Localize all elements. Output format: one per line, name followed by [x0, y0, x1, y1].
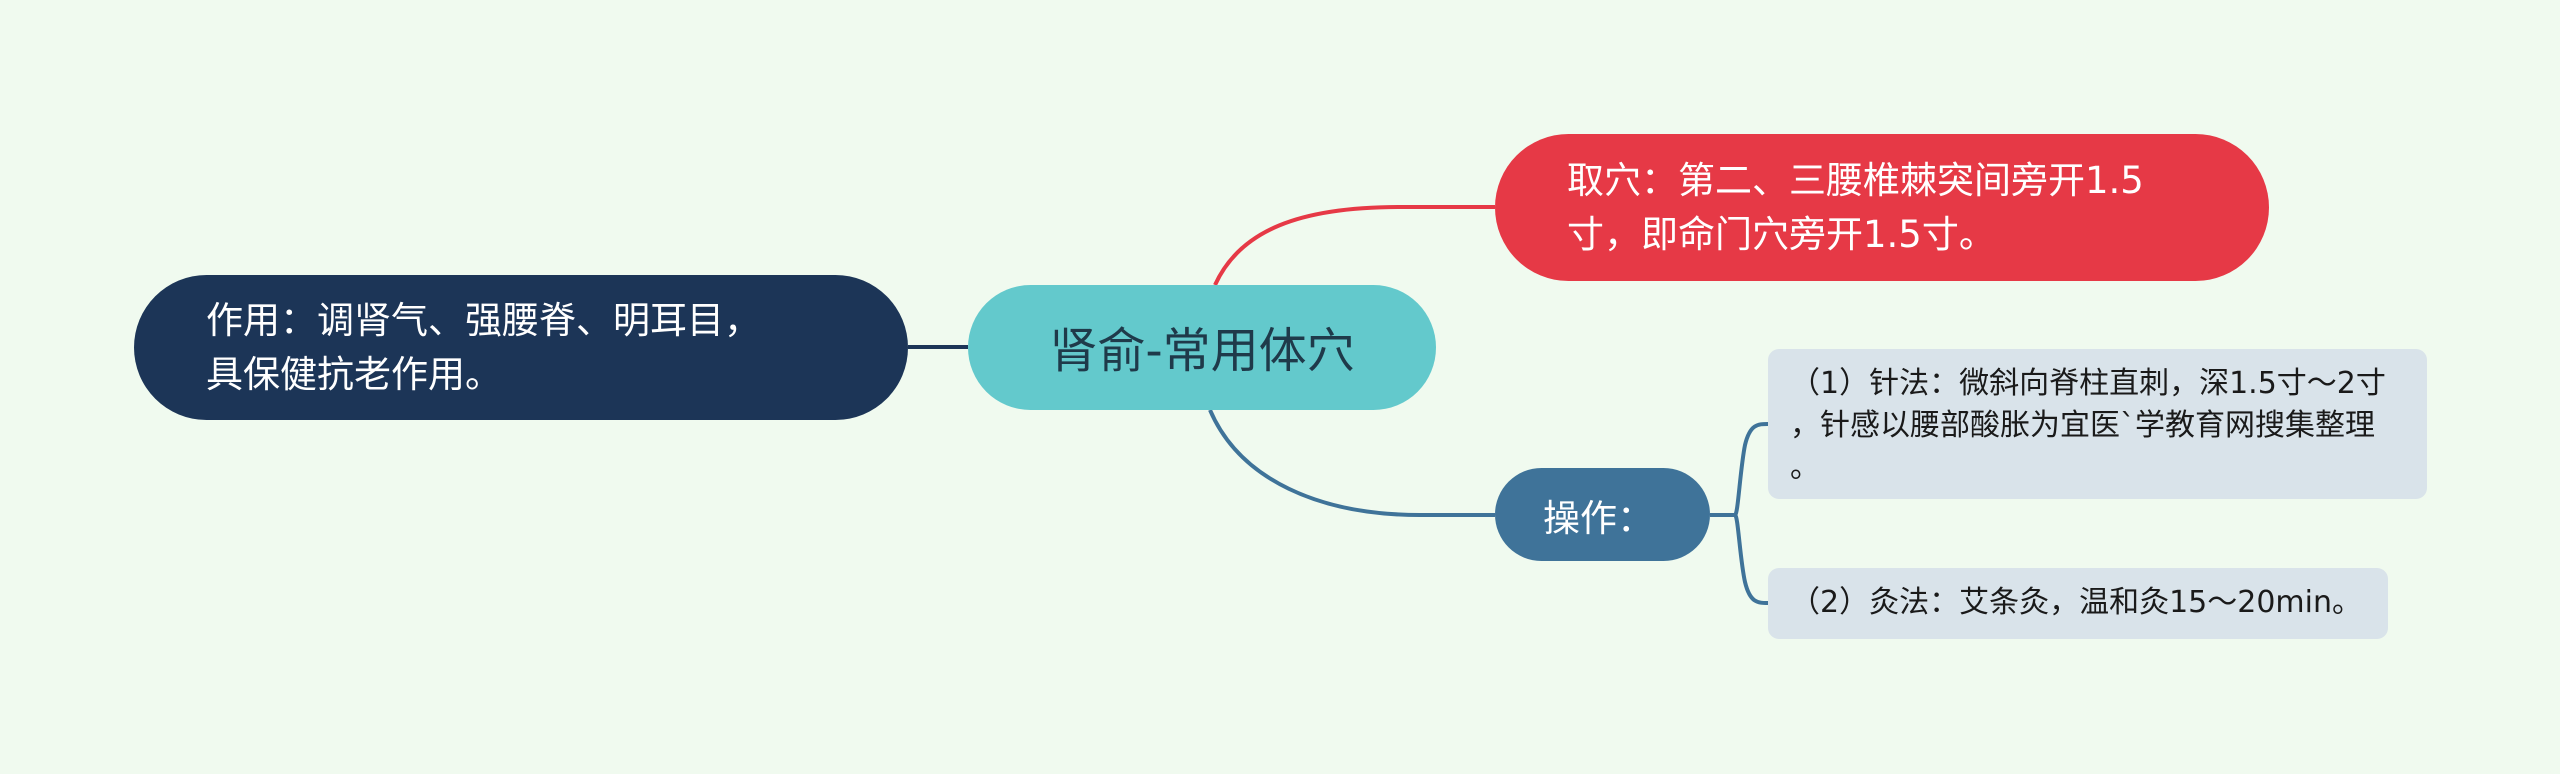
connector-central-operation [1208, 409, 1495, 517]
moxibustion-method-node[interactable]: （2）灸法：艾条灸，温和灸15～20min。 [1768, 568, 2388, 639]
needling-method-label: （1）针法：微斜向脊柱直刺，深1.5寸～2寸 ，针感以腰部酸胀为宜医`学教育网搜… [1790, 366, 2386, 485]
central-topic-label: 肾俞-常用体穴 [1049, 322, 1355, 379]
needling-method-node[interactable]: （1）针法：微斜向脊柱直刺，深1.5寸～2寸 ，针感以腰部酸胀为宜医`学教育网搜… [1768, 349, 2427, 499]
effect-node-label: 作用：调肾气、强腰脊、明耳目， 具保健抗老作用。 [206, 298, 761, 396]
connector-operation-leaf-1 [1710, 422, 1769, 517]
effect-node[interactable]: 作用：调肾气、强腰脊、明耳目， 具保健抗老作用。 [134, 275, 908, 420]
acupoint-location-node[interactable]: 取穴：第二、三腰椎棘突间旁开1.5 寸，即命门穴旁开1.5寸。 [1495, 134, 2269, 281]
moxibustion-method-label: （2）灸法：艾条灸，温和灸15～20min。 [1790, 585, 2363, 620]
central-topic[interactable]: 肾俞-常用体穴 [968, 285, 1436, 410]
acupoint-location-label: 取穴：第二、三腰椎棘突间旁开1.5 寸，即命门穴旁开1.5寸。 [1567, 158, 2144, 256]
operation-node[interactable]: 操作： [1495, 468, 1710, 561]
connector-operation-leaf-2 [1733, 513, 1769, 605]
operation-node-label: 操作： [1543, 496, 1654, 540]
connector-central-top-right [1213, 205, 1495, 286]
